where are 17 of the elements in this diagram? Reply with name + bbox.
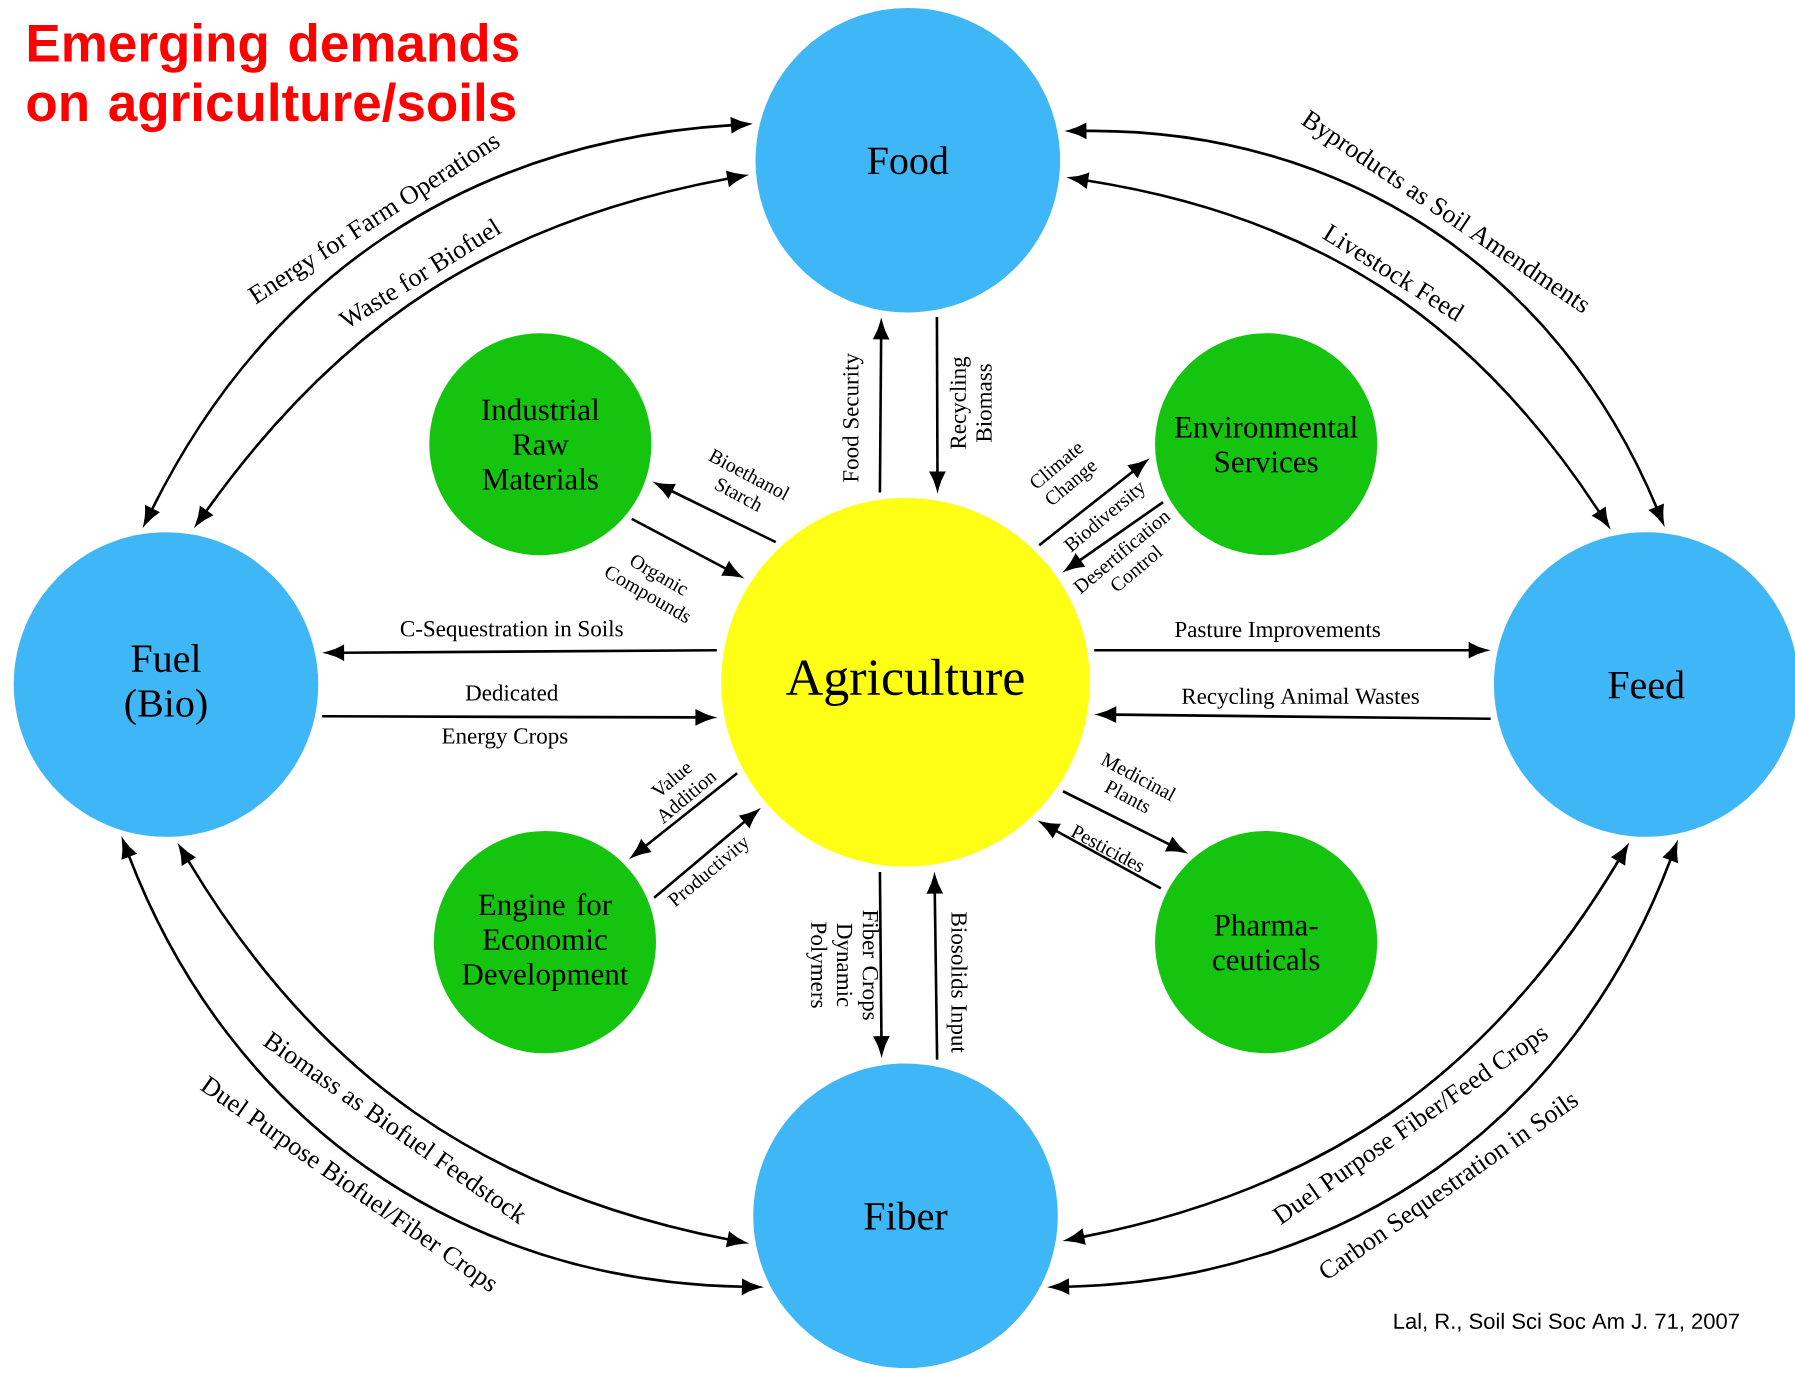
arrow xyxy=(655,482,777,544)
source-note: Lal, R., Soil Sci Soc Am J. 71, 2007 xyxy=(1394,1313,1739,1332)
flow-label: Energy Crops xyxy=(442,728,568,749)
circle-node: Industrial Raw Materials xyxy=(429,333,652,556)
edge-label: Pasture Improvements xyxy=(1175,622,1380,643)
title: Emerging demands on agriculture/soils xyxy=(27,23,518,133)
edge-label: Biosolids Input xyxy=(946,912,968,1053)
edge-label: Dedicated xyxy=(465,684,559,701)
arrow xyxy=(195,171,746,526)
edge-label: Recycling Biomass xyxy=(949,356,992,450)
edge-label: Food Security xyxy=(842,353,864,483)
circle-node: Fiber xyxy=(753,1063,1058,1369)
arrow xyxy=(631,772,738,858)
edge-label: Recycling Animal Wastes xyxy=(1182,688,1419,709)
circle-node: Fuel (Bio) xyxy=(13,532,319,838)
circle-node: Food xyxy=(755,8,1061,313)
edge-label: Fiber Crops Dynamic Polymers xyxy=(806,910,879,1020)
